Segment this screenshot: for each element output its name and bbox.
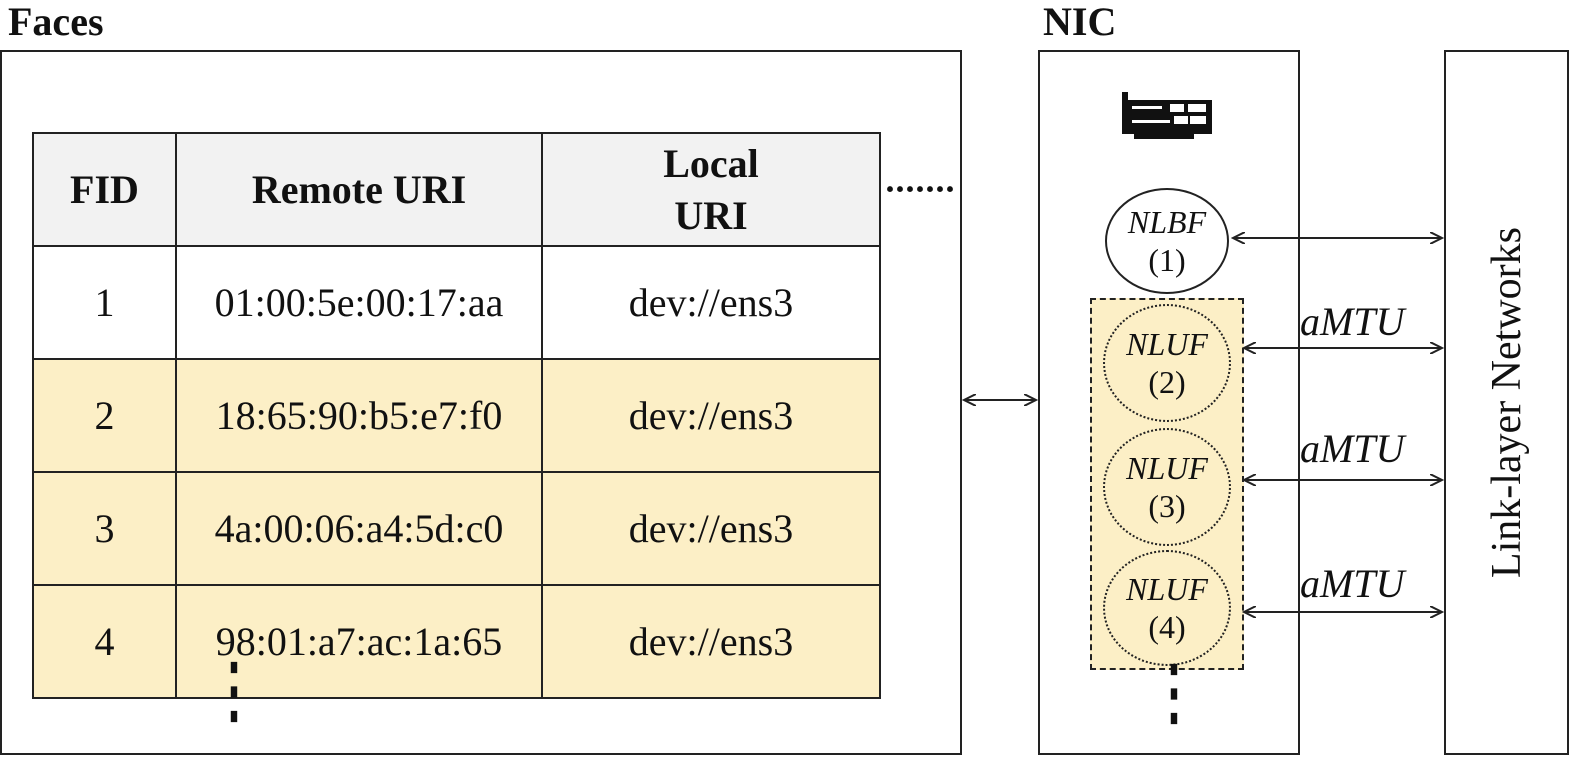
- port-name: NLUF: [1126, 326, 1208, 362]
- ellipsis-below: ⋮: [210, 651, 258, 731]
- cell-local-uri: dev://ens3: [541, 358, 881, 473]
- network-panel: Link-layer Networks: [1444, 50, 1569, 755]
- ellipsis-right: ·······: [884, 169, 956, 209]
- faces-table: FID Remote URI Local URI 1 01:00:5e:00:1…: [32, 132, 881, 699]
- port-id: (1): [1148, 242, 1186, 278]
- cell-remote-uri: 01:00:5e:00:17:aa: [175, 245, 543, 360]
- port-id: (2): [1148, 364, 1186, 400]
- port-name: NLBF: [1127, 204, 1207, 240]
- cell-fid: 4: [32, 584, 177, 699]
- network-card-icon: [1122, 92, 1212, 139]
- faces-panel: FID Remote URI Local URI 1 01:00:5e:00:1…: [0, 50, 962, 755]
- faces-title: Faces: [8, 0, 104, 44]
- port-name: NLUF: [1126, 571, 1208, 607]
- nic-title: NIC: [1043, 0, 1117, 44]
- port-id: (3): [1148, 488, 1186, 524]
- cell-remote-uri: 18:65:90:b5:e7:f0: [175, 358, 543, 473]
- table-row: 2 18:65:90:b5:e7:f0 dev://ens3: [32, 358, 881, 473]
- cell-remote-uri: 4a:00:06:a4:5d:c0: [175, 471, 543, 586]
- header-remote-uri: Remote URI: [175, 132, 543, 247]
- nlbf-port: NLBF (1): [1105, 188, 1229, 294]
- table-row: 1 01:00:5e:00:17:aa dev://ens3: [32, 245, 881, 360]
- cell-remote-uri: 98:01:a7:ac:1a:65: [175, 584, 543, 699]
- table-header-row: FID Remote URI Local URI: [32, 132, 881, 247]
- nluf-port-4: NLUF (4): [1103, 550, 1231, 666]
- port-name: NLUF: [1126, 450, 1208, 486]
- amtu-label: aMTU: [1300, 561, 1405, 606]
- table-row: 4 98:01:a7:ac:1a:65 dev://ens3: [32, 584, 881, 699]
- cell-fid: 1: [32, 245, 177, 360]
- header-fid: FID: [32, 132, 177, 247]
- cell-fid: 3: [32, 471, 177, 586]
- nic-ellipsis-below: ⋮: [1150, 653, 1198, 733]
- cell-local-uri: dev://ens3: [541, 471, 881, 586]
- amtu-label: aMTU: [1300, 299, 1405, 344]
- nluf-port-3: NLUF (3): [1103, 428, 1231, 546]
- table-row: 3 4a:00:06:a4:5d:c0 dev://ens3: [32, 471, 881, 586]
- cell-local-uri: dev://ens3: [541, 584, 881, 699]
- header-local-uri: Local URI: [541, 132, 881, 247]
- cell-fid: 2: [32, 358, 177, 473]
- port-id: (4): [1148, 609, 1186, 645]
- amtu-label: aMTU: [1300, 426, 1405, 471]
- nluf-port-2: NLUF (2): [1103, 304, 1231, 422]
- cell-local-uri: dev://ens3: [541, 245, 881, 360]
